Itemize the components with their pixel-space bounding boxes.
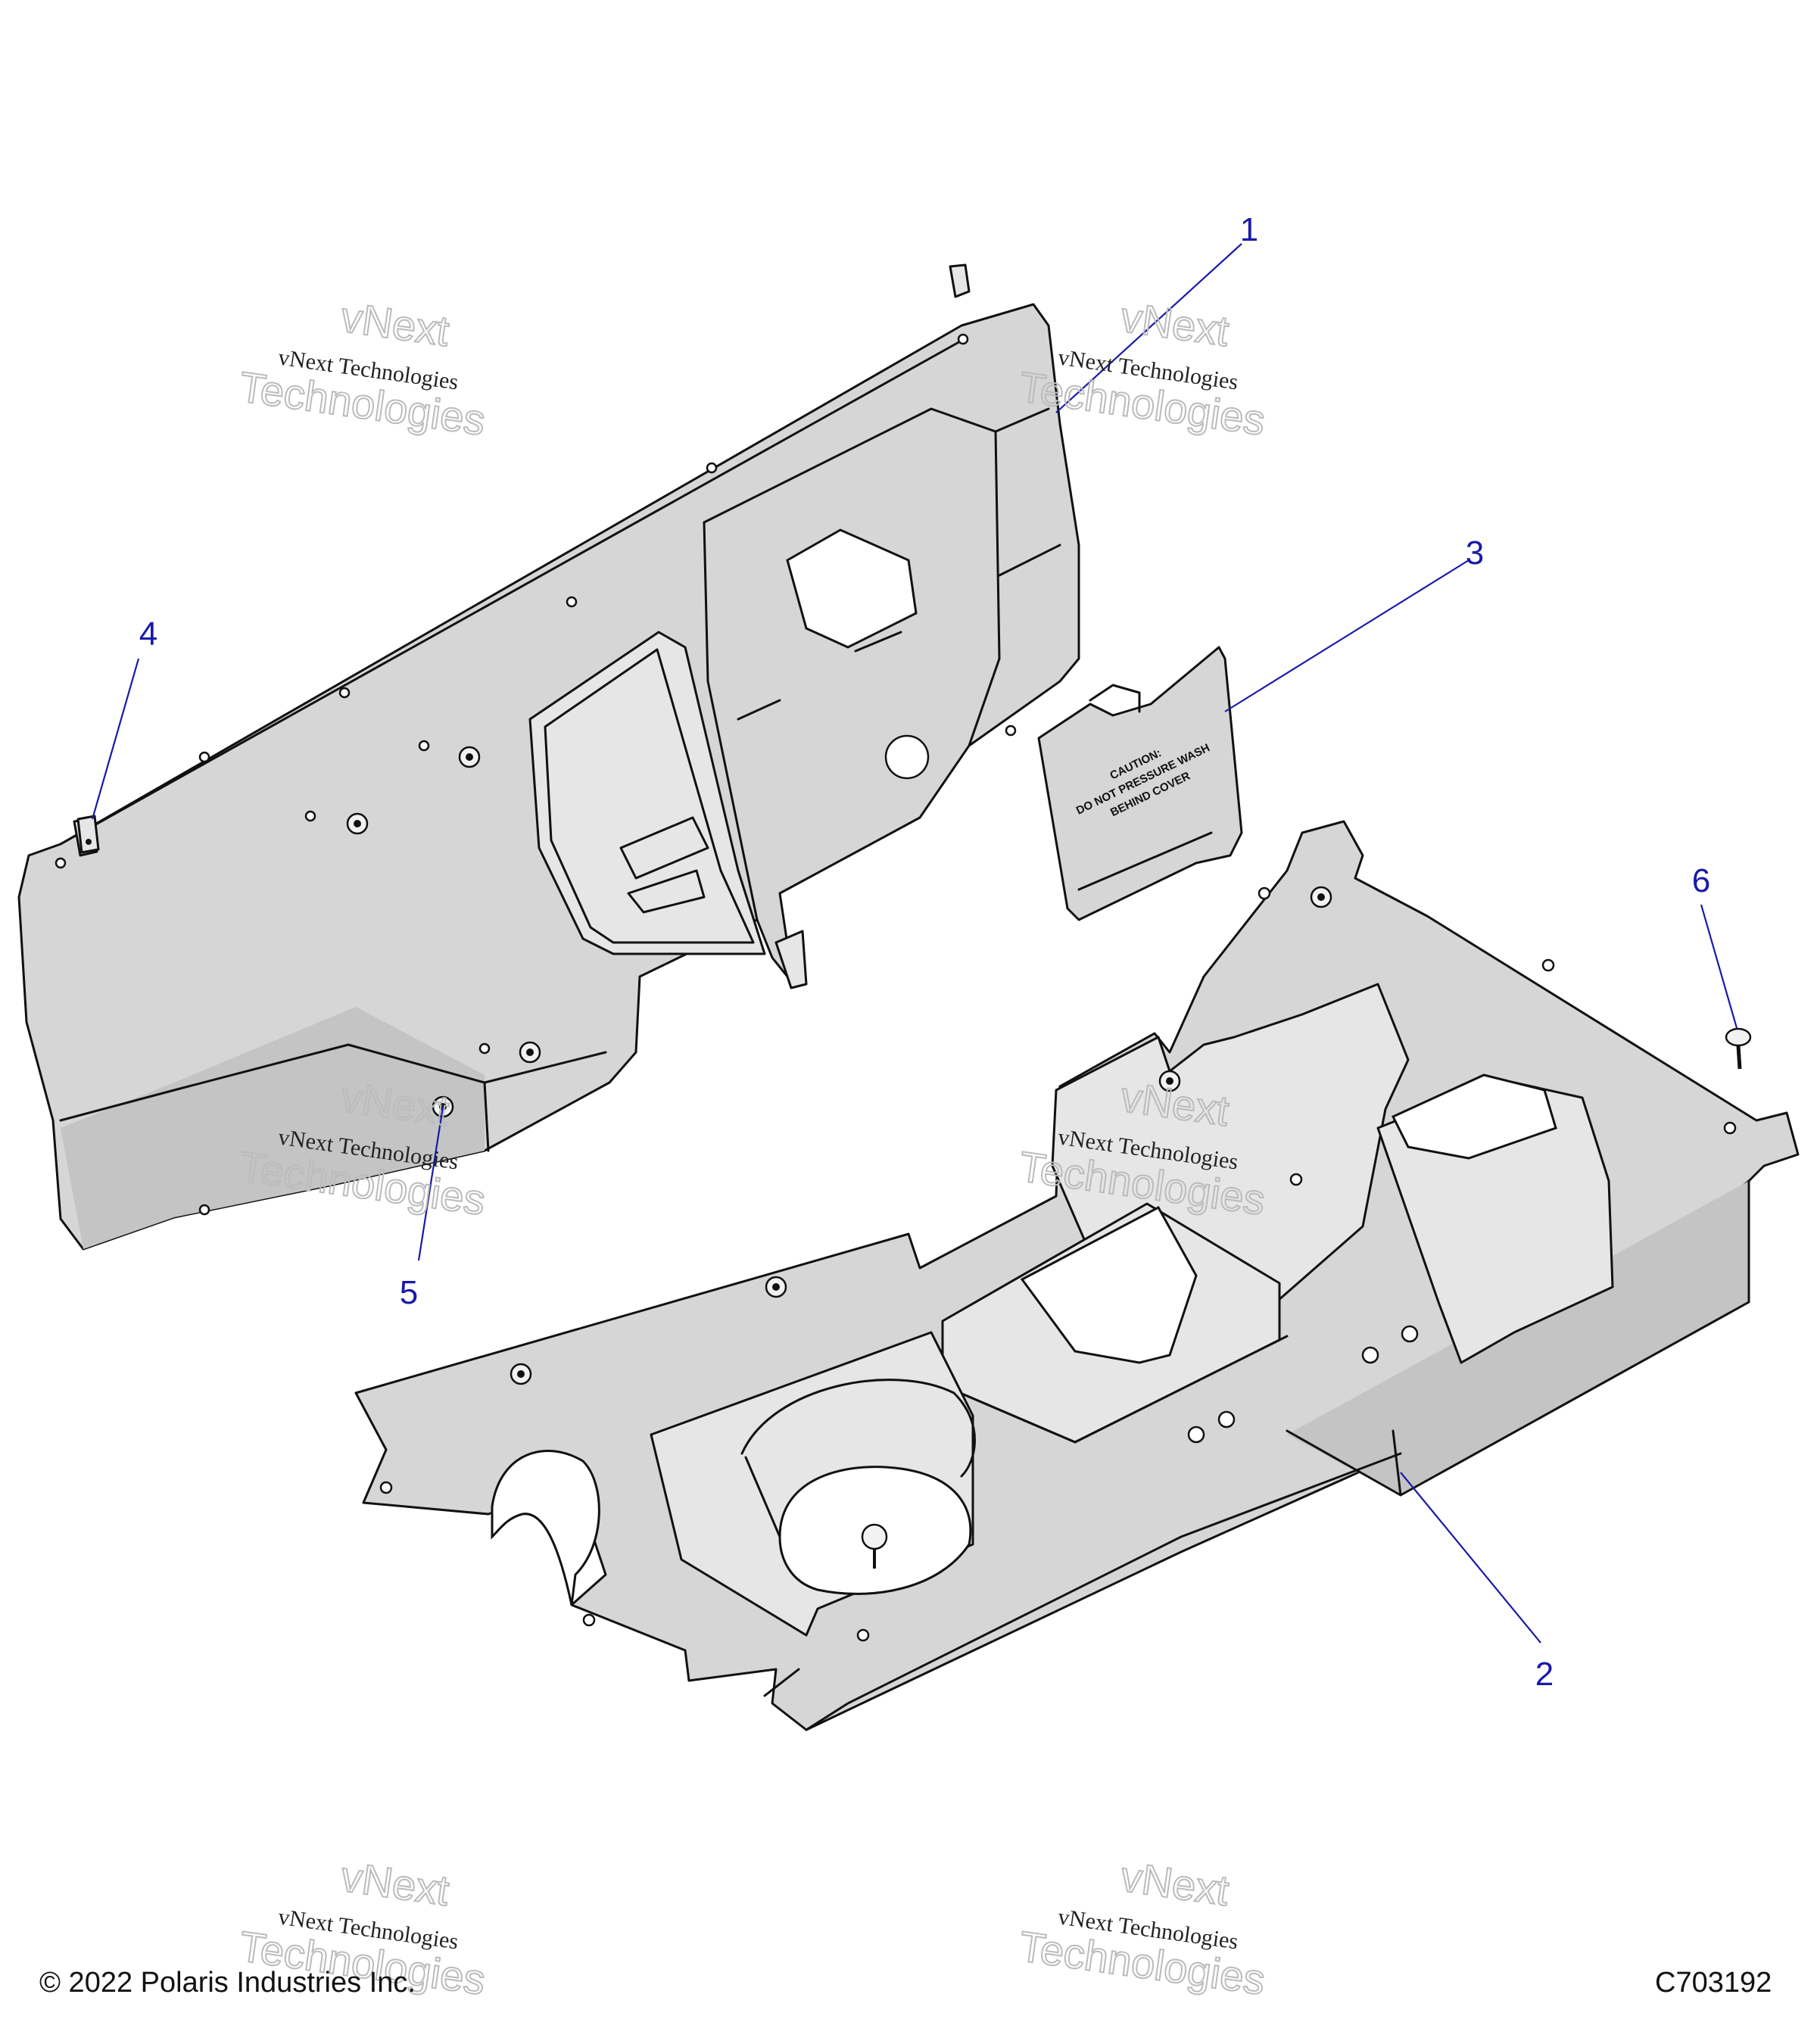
leader-lines [91, 243, 1738, 1644]
floor-fastener-4 [1310, 886, 1332, 908]
watermark-big-top: vNext [338, 1852, 453, 1915]
panel-fastener-3 [519, 1041, 541, 1064]
watermark-big-top: vNext [1118, 1852, 1233, 1915]
floor-fastener-1 [765, 1276, 787, 1298]
callout-2: 2 [1535, 1656, 1554, 1693]
leader-5 [417, 1106, 444, 1261]
leader-4 [91, 658, 140, 820]
panel-fastener-1 [458, 746, 481, 768]
part-1-bulkhead-panel [17, 263, 1080, 1251]
floor-fastener-2 [510, 1363, 532, 1385]
callout-1: 1 [1240, 211, 1258, 248]
part-2-floor-pan [354, 820, 1800, 1731]
callout-4: 4 [139, 615, 157, 653]
watermark-big-top: vNext [338, 293, 453, 355]
callout-numbers: 1 2 3 4 5 6 [139, 211, 1710, 1693]
leader-2 [1400, 1472, 1541, 1644]
leader-6 [1700, 904, 1738, 1029]
callout-6: 6 [1692, 862, 1710, 899]
panel-fastener-2 [346, 812, 369, 835]
copyright-text: © 2022 Polaris Industries Inc. [39, 1967, 416, 1999]
part-4-clip [76, 815, 100, 854]
callout-3: 3 [1466, 534, 1484, 572]
watermark-big-top: vNext [1118, 293, 1233, 355]
floor-center-screw [861, 1523, 888, 1569]
callout-5: 5 [400, 1274, 418, 1311]
watermark-5: vNext vNext Technologies Technologies [235, 1852, 488, 2005]
part-3-access-cover: CAUTION: DO NOT PRESSURE WASH BEHIND COV… [1037, 646, 1243, 921]
watermark-6: vNext vNext Technologies Technologies [1015, 1852, 1268, 2005]
figure-id: C703192 [1655, 1967, 1772, 1999]
watermark-3: vNext vNext Technologies Technologies [235, 1072, 488, 1225]
leader-1 [1055, 243, 1242, 413]
leader-3 [1224, 559, 1469, 712]
floor-fastener-3 [1158, 1070, 1181, 1092]
watermark-1: vNext vNext Technologies Technologies [235, 292, 488, 445]
part-6-screw [1725, 1027, 1752, 1070]
